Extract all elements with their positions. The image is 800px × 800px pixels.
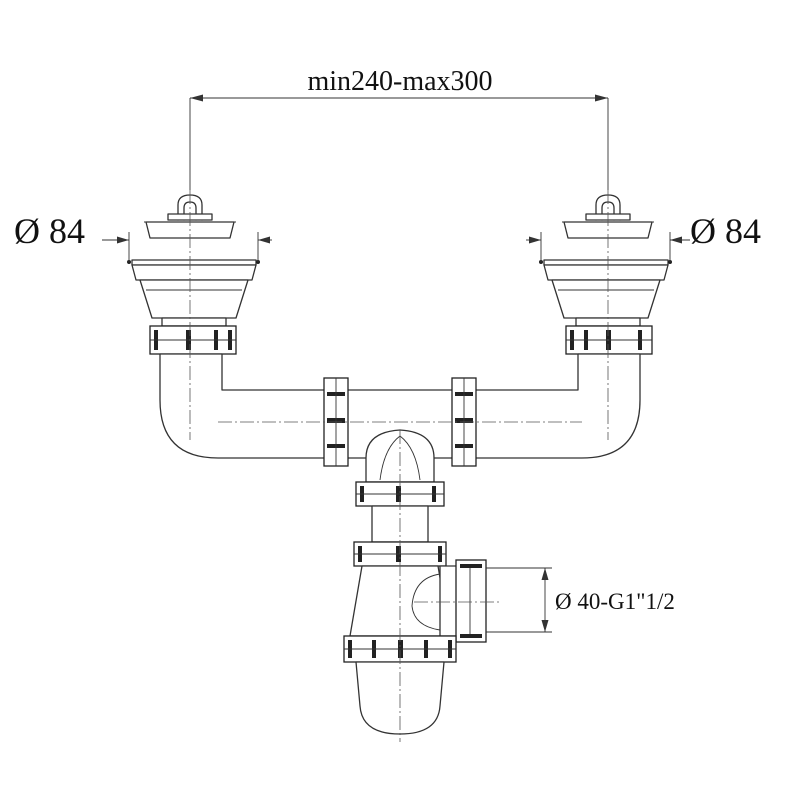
connecting-pipe <box>159 353 641 483</box>
left-diameter-dimension: Ø 84 <box>14 211 272 262</box>
bottle-trap <box>343 481 487 735</box>
right-diameter-label: Ø 84 <box>690 211 761 251</box>
left-diameter-label: Ø 84 <box>14 211 85 251</box>
right-diameter-dimension: Ø 84 <box>526 211 761 262</box>
right-strainer-assembly <box>539 194 672 355</box>
center-lines <box>189 190 609 742</box>
outlet-diameter-label: Ø 40-G1"1/2 <box>555 589 675 614</box>
center-distance-label: min240-max300 <box>307 66 492 97</box>
outlet-diameter-dimension: Ø 40-G1"1/2 <box>486 567 675 633</box>
center-distance-dimension: min240-max300 <box>189 66 609 190</box>
left-strainer-assembly <box>127 194 260 355</box>
